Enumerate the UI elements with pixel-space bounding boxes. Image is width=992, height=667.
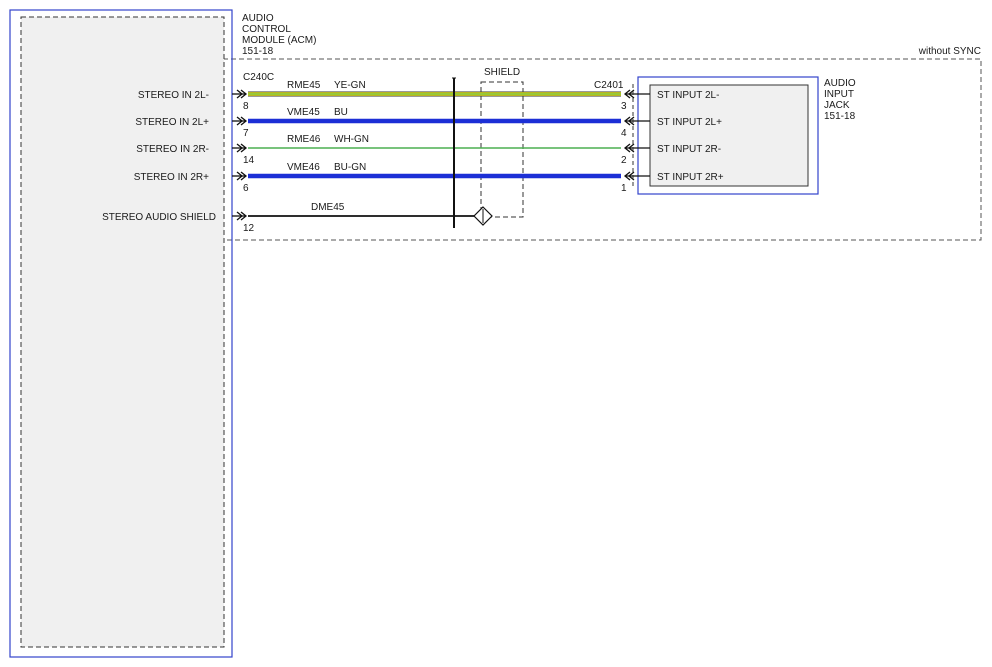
jack-pin-number: 1 — [621, 183, 627, 194]
jack-pin-number: 4 — [621, 128, 627, 139]
jack-title-line-3: JACK — [824, 100, 850, 111]
shield-box — [480, 81, 524, 218]
jack-pin-number: 3 — [621, 101, 627, 112]
acm-module-border — [9, 9, 233, 658]
option-label: without SYNC — [918, 46, 981, 57]
jack-connector-label: C2401 — [594, 80, 624, 91]
circuit-id: VME46 — [287, 162, 320, 173]
jack-pin-label: ST INPUT 2L- — [657, 90, 719, 101]
shield-label: SHIELD — [484, 67, 520, 78]
jack-pin-number: 2 — [621, 155, 627, 166]
shield-pin-number: 12 — [243, 223, 255, 234]
acm-connector-label: C240C — [243, 72, 274, 83]
wire-color-code: BU — [334, 107, 348, 118]
acm-pin-number: 8 — [243, 101, 249, 112]
jack-title-line-4: 151-18 — [824, 111, 856, 122]
acm-pin-number: 14 — [243, 155, 255, 166]
shield-pin-label: STEREO AUDIO SHIELD — [102, 212, 216, 223]
shield-ground-symbol — [473, 206, 493, 226]
jack-title-line-1: AUDIO — [824, 78, 856, 89]
wire-color-code: WH-GN — [334, 134, 369, 145]
circuits-layer: STEREO IN 2L- 8 RME45 YE-GN 3 ST INPUT 2L- STE… — [102, 80, 724, 234]
wire-color-code: BU-GN — [334, 162, 366, 173]
jack-module-border — [637, 76, 819, 195]
jack-module: AUDIO INPUT JACK 151-18 — [637, 76, 856, 195]
jack-pin-label: ST INPUT 2L+ — [657, 117, 722, 128]
jack-pin-label: ST INPUT 2R+ — [657, 172, 724, 183]
wire-color-code: YE-GN — [334, 80, 366, 91]
acm-title-line-1: AUDIO — [242, 13, 274, 24]
circuit-id: RME45 — [287, 80, 321, 91]
acm-pin-number: 7 — [243, 128, 249, 139]
acm-pin-label: STEREO IN 2L- — [138, 90, 209, 101]
jack-pin-label: ST INPUT 2R- — [657, 144, 721, 155]
acm-title-line-3: MODULE (ACM) — [242, 35, 316, 46]
shield-circuit-id: DME45 — [311, 202, 345, 213]
jack-module-body — [649, 84, 809, 187]
jack-title-line-2: INPUT — [824, 89, 854, 100]
acm-module-body — [20, 16, 225, 648]
acm-pin-label: STEREO IN 2R- — [136, 144, 209, 155]
circuit-id: RME46 — [287, 134, 321, 145]
acm-title-line-4: 151-18 — [242, 46, 274, 57]
acm-title-line-2: CONTROL — [242, 24, 291, 35]
acm-module: AUDIO CONTROL MODULE (ACM) 151-18 — [9, 9, 316, 658]
acm-pin-label: STEREO IN 2L+ — [135, 117, 209, 128]
circuit-id: VME45 — [287, 107, 320, 118]
acm-pin-number: 6 — [243, 183, 249, 194]
acm-pin-label: STEREO IN 2R+ — [134, 172, 209, 183]
